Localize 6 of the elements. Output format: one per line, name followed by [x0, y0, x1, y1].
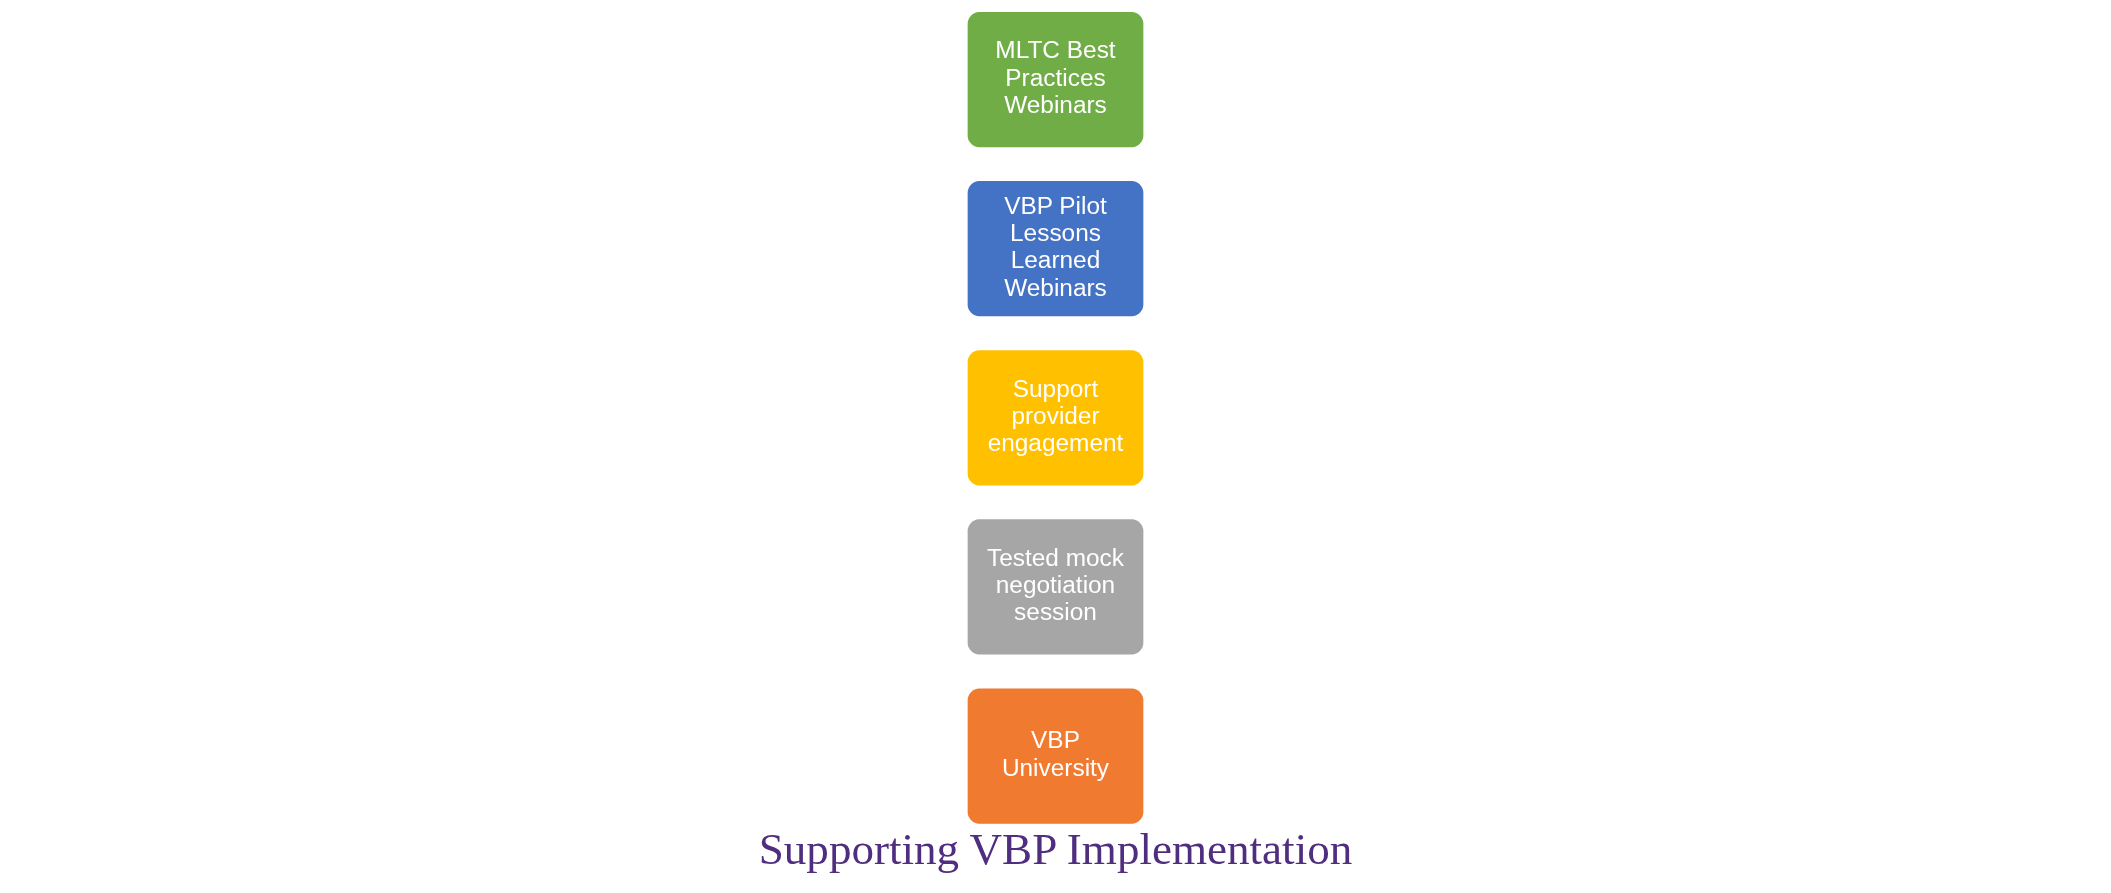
- node-box: VBP University: [967, 688, 1144, 824]
- node-box: VBP Pilot Lessons Learned Webinars: [967, 181, 1144, 317]
- node-box: Support provider engagement: [967, 350, 1144, 486]
- node-box: Tested mock negotiation session: [967, 519, 1144, 655]
- diagram-title: Supporting VBP Implementation: [758, 823, 1353, 874]
- node-box: MLTC Best Practices Webinars: [967, 11, 1144, 148]
